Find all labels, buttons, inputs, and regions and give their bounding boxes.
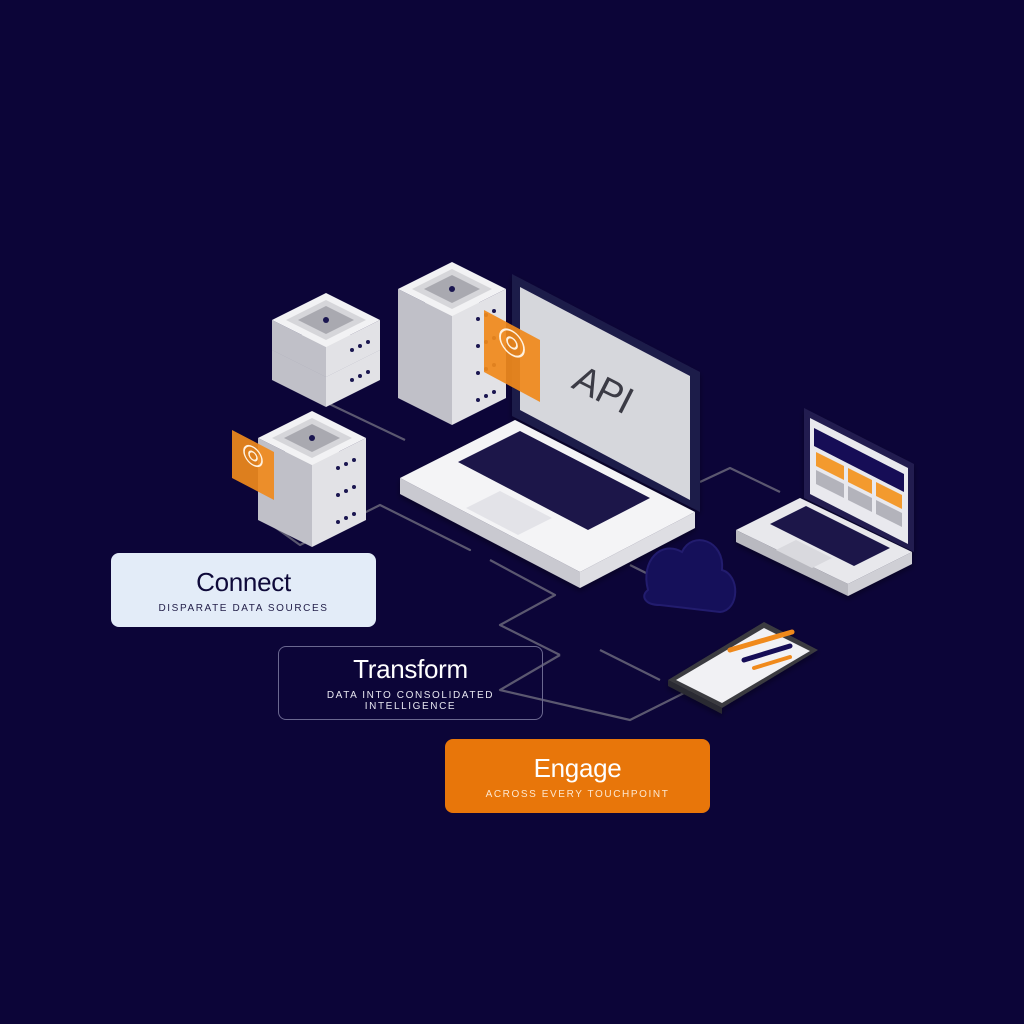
smartphone-icon — [668, 622, 818, 714]
step-subtitle: ACROSS EVERY TOUCHPOINT — [485, 788, 670, 800]
step-card-connect: Connect DISPARATE DATA SOURCES — [111, 553, 376, 627]
gear-icon — [484, 310, 540, 402]
step-card-transform: Transform DATA INTO CONSOLIDATED INTELLI… — [278, 646, 543, 720]
server-stack-icon — [272, 293, 380, 407]
step-card-engage: Engage ACROSS EVERY TOUCHPOINT — [445, 739, 710, 813]
step-title: Connect — [196, 566, 291, 597]
step-title: Engage — [533, 752, 622, 783]
gear-icon — [232, 430, 274, 500]
laptop-icon: API — [400, 274, 700, 588]
step-title: Transform — [353, 654, 468, 684]
cloud-icon — [643, 539, 737, 614]
server-stack-icon — [258, 411, 366, 547]
step-subtitle: DATA INTO CONSOLIDATED INTELLIGENCE — [326, 690, 495, 712]
laptop-icon — [736, 408, 914, 596]
step-subtitle: DISPARATE DATA SOURCES — [158, 602, 329, 614]
